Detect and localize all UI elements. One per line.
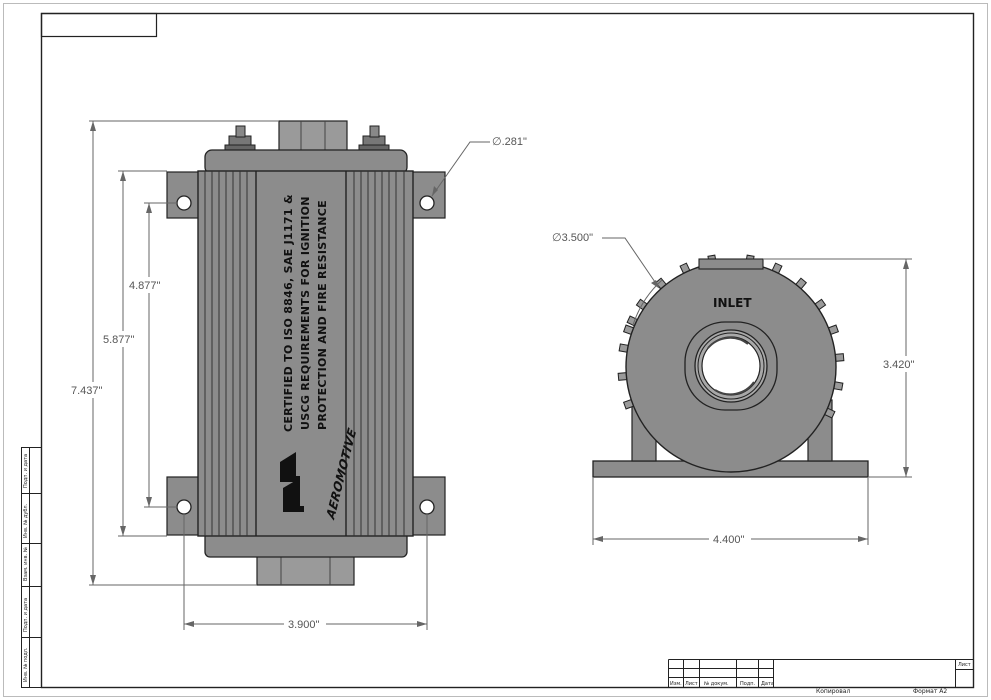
mount-foot-top-left bbox=[166, 171, 202, 219]
drawing-frame bbox=[40, 12, 975, 689]
terminal-right bbox=[358, 125, 390, 153]
mount-hole-icon bbox=[176, 499, 192, 515]
tb-copied: Копировал bbox=[816, 688, 850, 695]
terminal-left bbox=[224, 125, 256, 153]
cert-line-1: CERTIFIED TO ISO 8846, SAE J1171 & bbox=[282, 194, 295, 432]
tb-col-doc: № докум. bbox=[704, 681, 729, 687]
inlet-stub bbox=[256, 554, 355, 586]
cert-line-2: USCG REQUIREMENTS FOR IGNITION bbox=[299, 196, 312, 430]
top-left-stamp bbox=[40, 12, 158, 38]
mount-hole-icon bbox=[419, 499, 435, 515]
dim-4400: 4.400" bbox=[713, 534, 745, 546]
tb-col-izm: Изм. bbox=[670, 681, 682, 687]
dim-5877: 5.877" bbox=[103, 334, 135, 346]
dim-4877: 4.877" bbox=[129, 280, 161, 292]
top-boss bbox=[698, 258, 764, 270]
pump-top-view: CERTIFIED TO ISO 8846, SAE J1171 & USCG … bbox=[166, 120, 446, 586]
dimension-arrows-left bbox=[90, 121, 438, 627]
tb-col-list: Лист bbox=[685, 681, 698, 687]
side-stamp bbox=[21, 447, 42, 688]
dim-3420: 3.420" bbox=[883, 359, 915, 371]
dim-7437: 7.437" bbox=[71, 385, 103, 397]
cert-line-3: PROTECTION AND FIRE RESISTANCE bbox=[316, 200, 329, 430]
tb-col-date: Дата bbox=[761, 681, 774, 687]
dimension-arrows-right bbox=[593, 259, 909, 542]
pump-body bbox=[197, 170, 414, 537]
tb-format: Формат A2 bbox=[913, 688, 947, 695]
side-stamp-label-4: Инв. № дубл. bbox=[23, 503, 29, 538]
dim-3900: 3.900" bbox=[288, 619, 320, 631]
tb-sheet-label: Лист bbox=[958, 662, 971, 668]
side-stamp-label-1: Инв. № подл. bbox=[23, 647, 29, 682]
side-stamp-label-3: Взам. инв. № bbox=[23, 546, 29, 581]
outer-border bbox=[3, 3, 988, 697]
dim-body-dia: ∅3.500" bbox=[552, 232, 593, 244]
aeromotive-logo-icon bbox=[280, 452, 304, 512]
outlet-stub bbox=[278, 120, 348, 152]
mount-foot-bottom-right bbox=[411, 476, 446, 536]
side-stamp-label-2: Подп. и дата bbox=[23, 598, 29, 632]
mount-foot-top-right bbox=[411, 171, 446, 219]
mount-hole-icon bbox=[419, 195, 435, 211]
dim-hole-dia: ∅.281" bbox=[492, 136, 527, 148]
inlet-label: INLET bbox=[713, 296, 752, 310]
mount-hole-icon bbox=[176, 195, 192, 211]
pump-end-view: INLET bbox=[592, 254, 869, 478]
tb-col-sign: Подп. bbox=[740, 681, 756, 687]
title-block bbox=[668, 659, 974, 688]
side-stamp-label-5: Подп. и дата bbox=[23, 454, 29, 488]
